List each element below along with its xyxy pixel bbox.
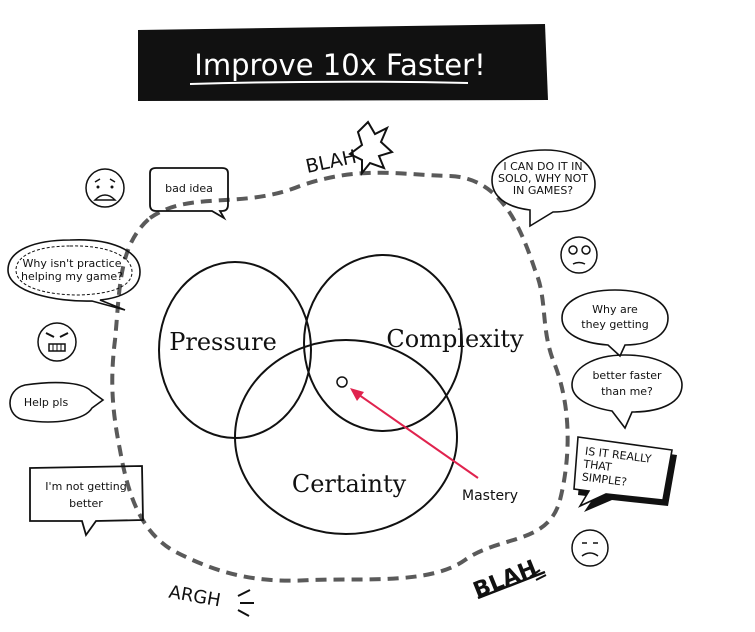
- venn-label-complexity: Complexity: [386, 325, 524, 353]
- venn-circle-complexity: [303, 254, 463, 432]
- bubble-not-getting: I'm not getting better: [29, 465, 144, 538]
- svg-text:Why isn't practice: Why isn't practice: [23, 257, 122, 270]
- mastery-arrow: [351, 389, 479, 479]
- sad-face-icon: [85, 168, 125, 208]
- mastery-point: [336, 376, 348, 388]
- title-banner: Improve 10x Faster!: [138, 24, 548, 101]
- svg-text:THAT: THAT: [582, 457, 613, 474]
- svg-text:better faster: better faster: [592, 369, 662, 382]
- blah-bottom: BLAH: [470, 556, 547, 604]
- svg-text:helping my game?: helping my game?: [21, 270, 123, 283]
- bubble-better-faster: better faster than me?: [571, 354, 683, 430]
- svg-text:SOLO, WHY NOT: SOLO, WHY NOT: [498, 172, 588, 185]
- svg-text:SIMPLE?: SIMPLE?: [581, 470, 628, 488]
- svg-text:better: better: [69, 497, 103, 510]
- venn-label-pressure: Pressure: [169, 328, 277, 356]
- svg-text:I CAN DO IT IN: I CAN DO IT IN: [503, 160, 582, 173]
- svg-text:bad idea: bad idea: [165, 182, 213, 195]
- bubble-why-are: Why are they getting: [561, 289, 669, 358]
- bubble-practice: Why isn't practice helping my game?: [7, 239, 141, 311]
- worried-face-icon: [560, 236, 598, 274]
- svg-text:than me?: than me?: [601, 385, 653, 398]
- bubble-simple: IS IT REALLY THAT SIMPLE?: [573, 436, 677, 512]
- svg-text:ARGH: ARGH: [167, 582, 222, 612]
- bubble-solo: I CAN DO IT IN SOLO, WHY NOT IN GAMES?: [491, 149, 596, 228]
- comfort-zone-outline: [110, 170, 570, 583]
- bubble-help: Help pls: [9, 381, 105, 423]
- bubble-bad-idea: bad idea: [149, 167, 229, 221]
- blah-top: BLAH: [304, 120, 394, 178]
- venn-label-certainty: Certainty: [292, 470, 407, 498]
- venn-circle-certainty: [234, 339, 458, 535]
- svg-text:Help pls: Help pls: [24, 396, 69, 409]
- svg-text:I'm not getting: I'm not getting: [45, 480, 126, 493]
- frown-face-icon: [571, 529, 609, 567]
- argh: ARGH: [167, 582, 254, 617]
- mastery-label: Mastery: [462, 488, 518, 504]
- svg-text:Why are: Why are: [592, 303, 638, 316]
- angry-face-icon: [37, 322, 77, 362]
- page-title: Improve 10x Faster!: [194, 48, 485, 82]
- svg-text:IN GAMES?: IN GAMES?: [513, 184, 573, 197]
- svg-text:they getting: they getting: [581, 318, 648, 331]
